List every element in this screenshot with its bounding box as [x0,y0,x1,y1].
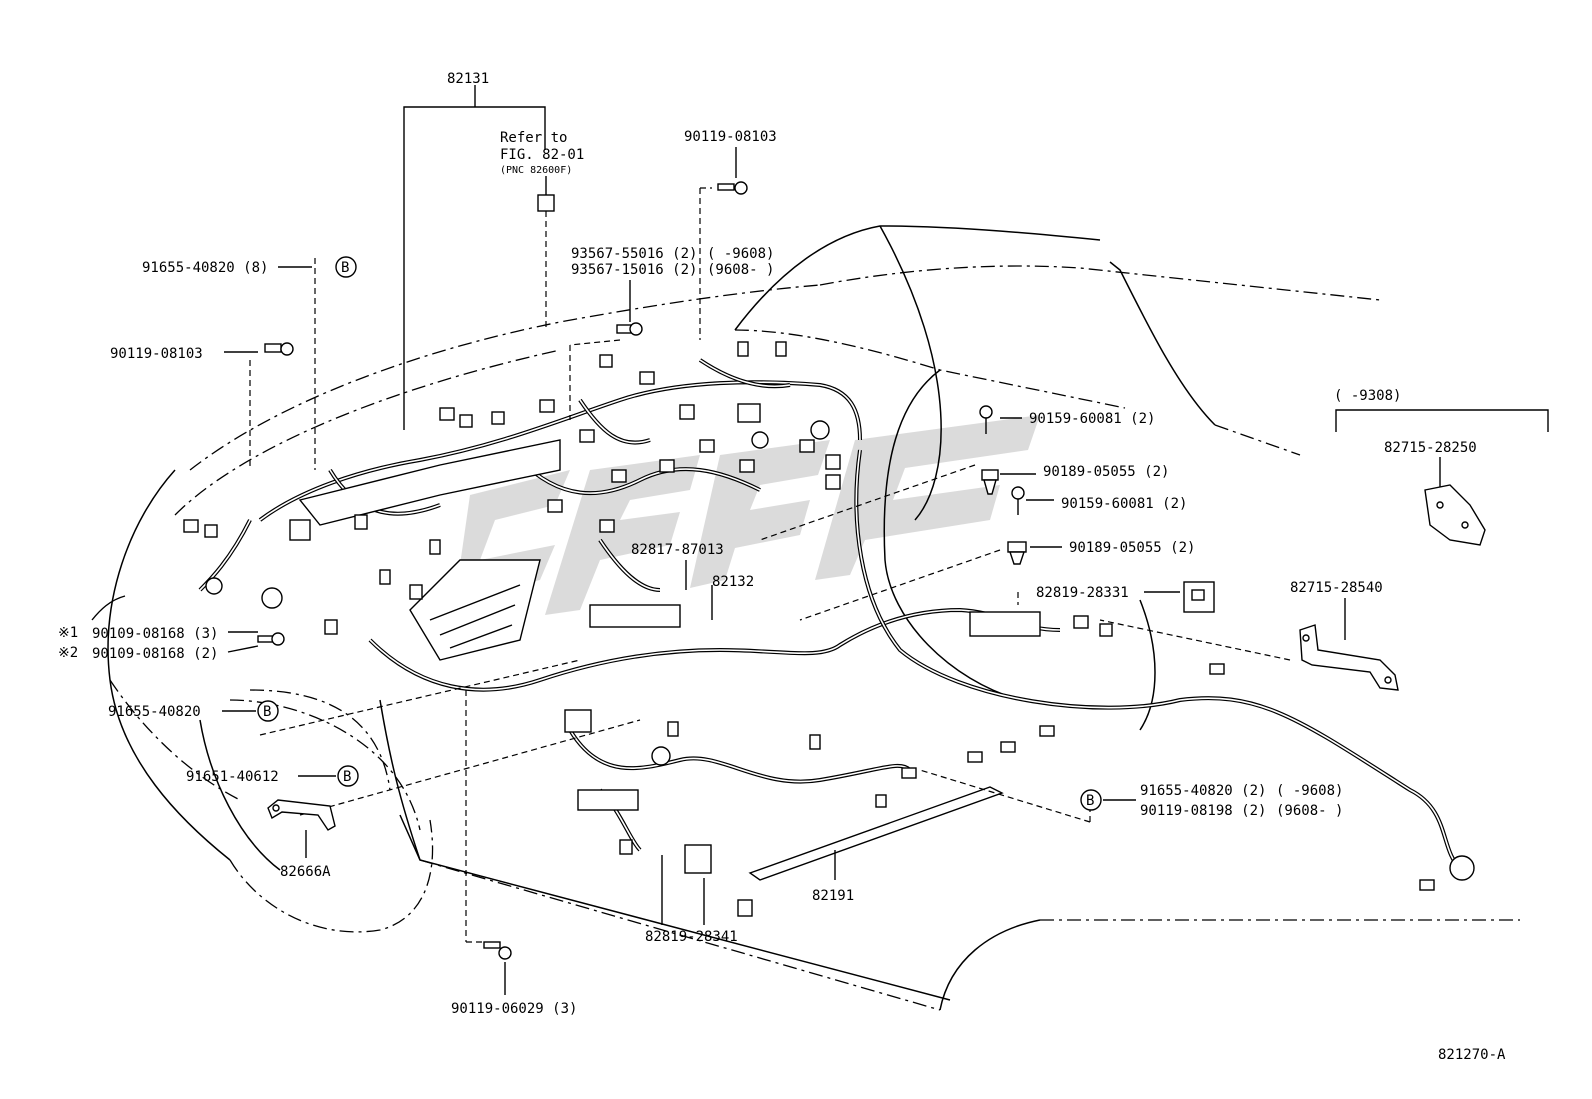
fastener-90159-60081-b: 90159-60081 (2) [1011,486,1187,515]
part-p18b-label: 90119-08198 (2) [1140,803,1266,819]
refer-line1: Refer to [500,130,567,146]
grommet-90189-05055-b: 90189-05055 (2) [799,540,1195,621]
fastener-91655-90119-pair: B 91655-40820 (2) ( -9608) 90119-08198 (… [919,769,1343,823]
part-p3-label: 91655-40820 (8) [142,260,268,276]
harness-82132-label: 82132 [712,574,754,590]
figure-id: 821270-A [1438,1047,1506,1063]
bolt-90119-08103-left: 90119-08103 [110,342,294,470]
marker-b-1: B [341,260,349,276]
part-p1-label: 90119-08103 [684,129,777,145]
part-p18b-range: (9608- ) [1276,803,1343,819]
part-p4-label: 90119-08103 [110,346,203,362]
harness-82191: 82191 [564,663,1225,917]
part-p11-label: 90109-08168 (3) [92,626,218,642]
clip-91655-40820-left: 91655-40820 B [108,659,581,736]
instrument-panel-harness [183,341,862,661]
screw-93567-pair: 93567-55016 (2) ( -9608) 93567-15016 (2)… [569,246,774,420]
bolt-90119-08103-top: 90119-08103 [684,129,777,340]
part-p9-label: 82817-87013 [631,542,724,558]
part-p11-mark: ※1 [58,625,78,641]
part-p8-label: 90189-05055 (2) [1069,540,1195,556]
part-p13-label: 91655-40820 [108,704,201,720]
bracket-82666a: 82666A [267,799,336,880]
part-p2a-label: 93567-55016 (2) [571,246,697,262]
part-p17-label: 90119-06029 (3) [451,1001,577,1017]
harness-82132: 82132 [368,449,1475,891]
part-p19-range: ( -9308) [1334,388,1401,404]
part-p2b-range: (9608- ) [707,262,774,278]
vehicle-body-outline [107,225,1520,1011]
part-p16-label: 82819-28341 [645,929,738,945]
part-p5-label: 90159-60081 (2) [1029,411,1155,427]
bracket-82715-28540: 82715-28540 [1099,580,1399,691]
part-p7-label: 90159-60081 (2) [1061,496,1187,512]
part-p2a-range: ( -9608) [707,246,774,262]
harness-82131-callout: 82131 [403,71,546,430]
harness-82131-label: 82131 [447,71,489,87]
part-p18a-range: ( -9608) [1276,783,1343,799]
bolt-91651-40612: 91651-40612 B [186,719,641,816]
grommet-90189-05055-a: 90189-05055 (2) [759,464,1169,541]
fastener-90159-60081-a: 90159-60081 (2) [979,405,1155,434]
refer-line3: (PNC 82600F) [500,165,572,176]
marker-b-3: B [343,769,351,785]
wire-82817-87013-callout: 82817-87013 [631,542,724,590]
refer-line2: FIG. 82-01 [500,147,584,163]
part-p20-label: 82715-28540 [1290,580,1383,596]
part-p14-label: 91651-40612 [186,769,279,785]
part-p15-label: 82666A [280,864,331,880]
relay-82819-28341-callout: 82819-28341 [645,855,738,945]
part-p12-label: 90109-08168 (2) [92,646,218,662]
part-p12-mark: ※2 [58,645,78,661]
part-p10-label: 82819-28331 [1036,585,1129,601]
part-p6-label: 90189-05055 (2) [1043,464,1169,480]
watermark-logo [455,415,1040,615]
clip-91655-40820-8: 91655-40820 (8) B [142,256,357,470]
marker-b-2: B [263,704,271,720]
part-p19-label: 82715-28250 [1384,440,1477,456]
bracket-82715-28250-callout: ( -9308) 82715-28250 [1334,388,1549,546]
part-p2b-label: 93567-15016 (2) [571,262,697,278]
refer-note: Refer to FIG. 82-01 (PNC 82600F) [500,130,584,330]
bolt-90109-08168-callout: ※1 90109-08168 (3) ※2 90109-08168 (2) [58,595,285,662]
harness-82191-label: 82191 [812,888,854,904]
marker-b-4: B [1086,793,1094,809]
bolt-90119-06029: 90119-06029 (3) [451,690,577,1017]
relay-82819-28331: 82819-28331 [1017,581,1215,613]
part-p18a-label: 91655-40820 (2) [1140,783,1266,799]
